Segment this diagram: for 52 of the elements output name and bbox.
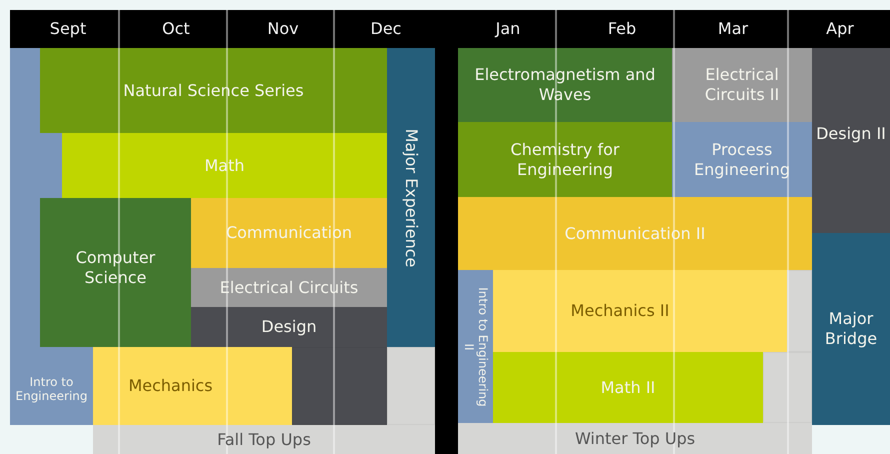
- course-block: [40, 198, 191, 347]
- course-name: Communication II: [564, 224, 706, 244]
- course-block: [191, 307, 387, 347]
- course-block: [387, 48, 435, 347]
- course-name: Electromagnetism and Waves: [474, 65, 656, 105]
- course-name: Design: [260, 317, 318, 337]
- course-name: Electrical Circuits: [218, 278, 360, 298]
- course-name: Math II: [600, 378, 656, 398]
- course-block: [62, 133, 387, 198]
- course-block: [672, 122, 812, 197]
- course-block: [191, 268, 387, 307]
- month-label: Mar: [716, 18, 750, 40]
- course-name: Winter Top Ups: [574, 428, 696, 448]
- course-block: [191, 198, 387, 268]
- month-label: Nov: [266, 18, 300, 40]
- course-name: Design II: [815, 124, 887, 144]
- course-name: Computer Science: [74, 248, 156, 288]
- course-name: Major Bridge: [824, 309, 878, 349]
- empty-slot: [787, 270, 812, 352]
- course-block: [93, 425, 435, 454]
- course-name: Intro to Engineering: [14, 375, 88, 403]
- course-block: [458, 48, 672, 122]
- course-block: [812, 48, 890, 233]
- course-name: Chemistry for Engineering: [510, 140, 620, 180]
- month-label: Jan: [494, 18, 522, 40]
- course-name: Natural Science Series: [122, 80, 305, 100]
- course-block: [458, 197, 812, 270]
- course-block: [93, 347, 292, 425]
- course-block: [493, 270, 787, 352]
- course-name: Mechanics II: [570, 301, 670, 321]
- empty-slot: [763, 352, 812, 423]
- course-block: [458, 270, 493, 423]
- course-block: [458, 122, 672, 197]
- course-block: [493, 352, 763, 423]
- course-name: Math: [203, 156, 246, 176]
- month-label: Oct: [161, 18, 191, 40]
- course-block: [672, 48, 812, 122]
- month-label: Sept: [48, 18, 88, 40]
- course-name: Mechanics: [127, 376, 214, 396]
- course-name: Electrical Circuits II: [704, 65, 780, 105]
- course-name: Intro to Engineering II: [462, 286, 490, 406]
- course-block: [812, 233, 890, 425]
- course-name: Process Engineering: [693, 140, 791, 180]
- divider-bar: [435, 48, 458, 454]
- course-block: [40, 48, 387, 133]
- course-name: Communication: [224, 223, 354, 243]
- course-block: [458, 423, 812, 454]
- month-label: Feb: [606, 18, 638, 40]
- month-label: Apr: [825, 18, 855, 40]
- month-label: Dec: [370, 18, 402, 40]
- course-name: Major Experience: [401, 127, 421, 269]
- course-name: Fall Top Ups: [216, 430, 312, 450]
